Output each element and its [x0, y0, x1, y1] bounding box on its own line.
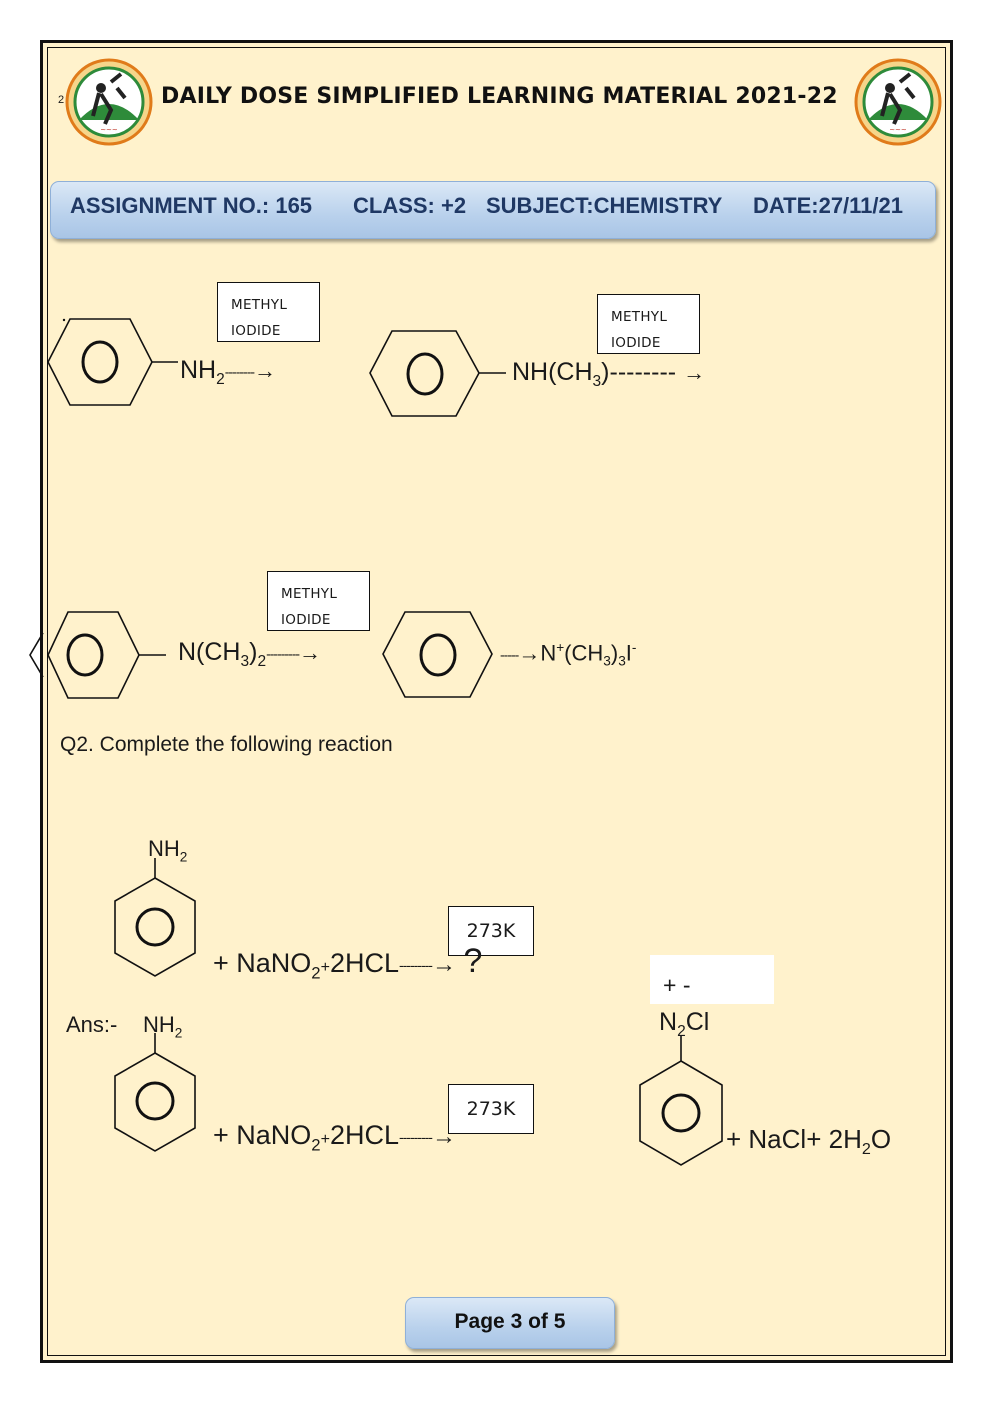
date-label: DATE:27/11/21: [753, 193, 904, 218]
reagent-box: METHYL IODIDE: [597, 294, 700, 354]
arrow-right-icon: →: [299, 640, 322, 665]
amine-label: NH2: [143, 1012, 183, 1041]
condition-box: 273K: [448, 1084, 534, 1134]
subject-label: SUBJECT:CHEMISTRY: [486, 193, 723, 218]
arrow-right-icon: →: [431, 1123, 456, 1150]
emblem-logo-icon: ~~~: [854, 58, 942, 146]
benzene-ring-icon: [47, 611, 140, 699]
document-title: DAILY DOSE SIMPLIFIED LEARNING MATERIAL …: [161, 84, 838, 109]
svg-text:~~~: ~~~: [889, 126, 907, 134]
inner-border: [47, 47, 946, 1356]
arrow-right-icon: →: [518, 640, 541, 666]
reagent-line: IODIDE: [231, 323, 281, 339]
charge-signs: + -: [663, 972, 691, 998]
byproducts: + NaCl+ 2H2O: [726, 1124, 892, 1159]
amine-label: NH2: [148, 836, 188, 865]
arrow-right-icon: →: [254, 358, 277, 383]
aniline-group: NH2--------→: [180, 356, 277, 388]
charge-label-box: + -: [650, 955, 774, 1004]
benzene-ring-icon: [382, 611, 493, 698]
quaternary-salt: -----→N+(CH3)3I-: [500, 640, 637, 669]
svg-text:~~~: ~~~: [100, 126, 118, 134]
condition-box: 273K: [448, 906, 534, 956]
diazotization-reactants: + NaNO2+2HCL---------→ ?: [213, 942, 483, 983]
diazonium-group: N2Cl: [659, 1008, 710, 1040]
question-2: Q2. Complete the following reaction: [60, 733, 393, 756]
benzene-ring-icon: [114, 1052, 196, 1152]
benzene-ring-icon: [639, 1060, 723, 1166]
assignment-banner: ASSIGNMENT NO.: 165 CLASS: +2 SUBJECT:CH…: [50, 181, 936, 239]
reagent-line: METHYL: [231, 297, 288, 313]
reagent-line: METHYL: [281, 586, 338, 602]
benzene-ring-icon: [114, 877, 196, 977]
methylamine-group: NH(CH3)-------- →: [512, 358, 706, 390]
benzene-ring-icon: [369, 330, 480, 417]
answer-label: Ans:-: [66, 1012, 118, 1037]
reagent-box: METHYL IODIDE: [217, 282, 320, 342]
reagent-box: METHYL IODIDE: [267, 571, 370, 631]
arrow-right-icon: →: [431, 951, 456, 978]
worksheet-page: [40, 40, 953, 1363]
benzene-ring-icon: [47, 318, 153, 406]
reagent-line: IODIDE: [611, 335, 661, 351]
reagent-line: IODIDE: [281, 612, 331, 628]
page-indicator: Page 3 of 5: [405, 1297, 615, 1349]
page-marker: 2: [58, 94, 65, 106]
arrow-right-icon: →: [683, 360, 706, 385]
reagent-line: METHYL: [611, 309, 668, 325]
dimethylamine-group: N(CH3)2---------→: [178, 638, 322, 670]
emblem-logo-icon: ~~~: [65, 58, 153, 146]
answer-reactants: + NaNO2+2HCL---------→: [213, 1120, 456, 1155]
assignment-number: ASSIGNMENT NO.: 165: [70, 193, 313, 218]
class-label: CLASS: +2: [353, 193, 467, 218]
